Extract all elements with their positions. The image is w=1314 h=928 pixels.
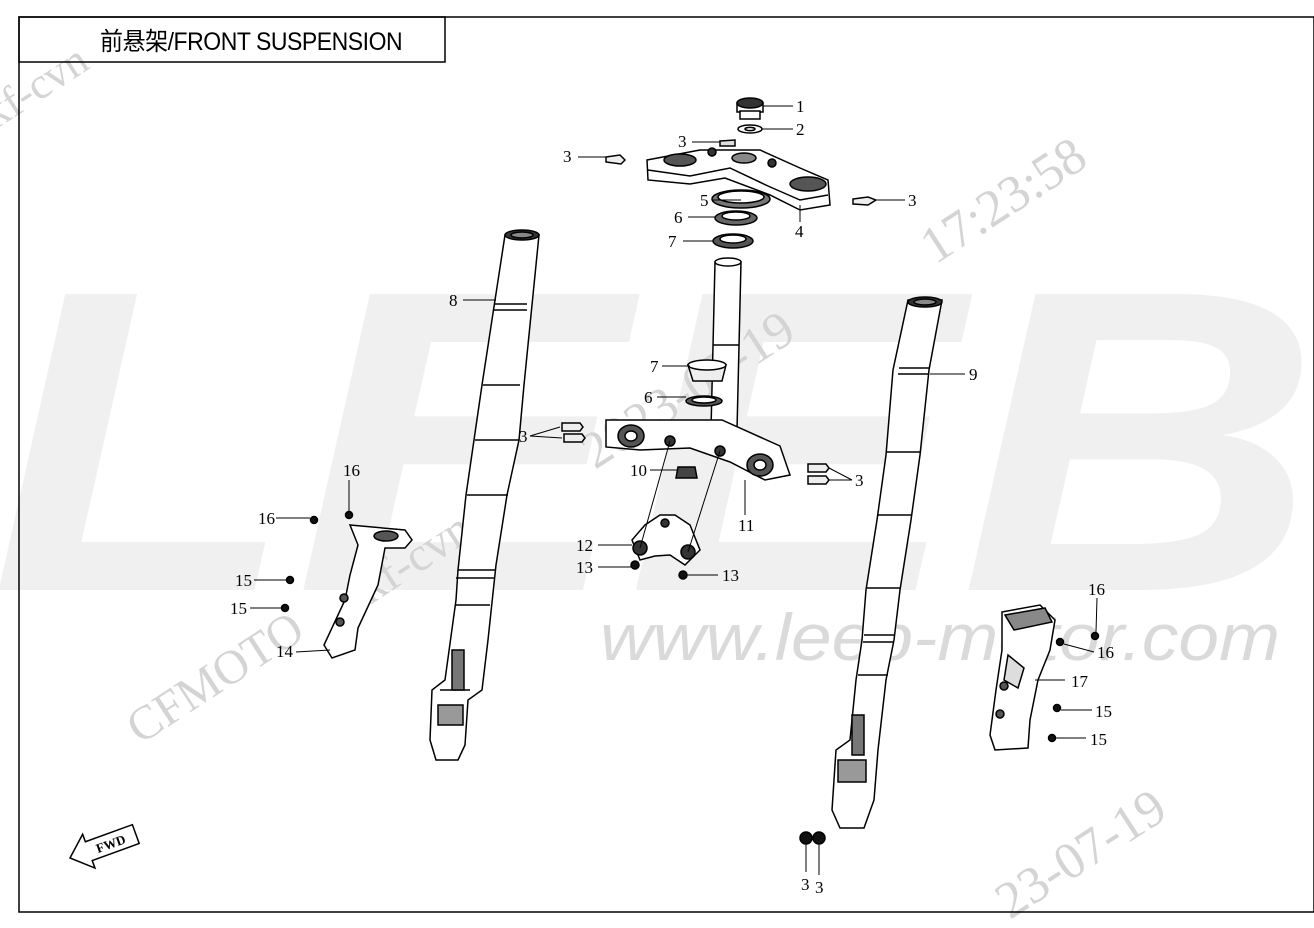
callout-label: 13 — [576, 558, 593, 577]
callout-label: 3 — [519, 427, 528, 446]
callout-label: 12 — [576, 536, 593, 555]
callout-label: 3 — [908, 191, 917, 210]
callout-label: 3 — [815, 878, 824, 897]
callout-label: 15 — [1090, 730, 1107, 749]
title-box — [18, 16, 446, 63]
callout-label: 5 — [700, 191, 709, 210]
callout-labels: 1 2 3 3 3 4 5 6 7 8 7 6 3 10 11 3 9 16 1… — [230, 97, 1114, 897]
callout-label: 16 — [1097, 643, 1114, 662]
callout-label: 11 — [738, 516, 754, 535]
callout-label: 1 — [796, 97, 805, 116]
callout-label: 10 — [630, 461, 647, 480]
right-fork-leg — [799, 296, 943, 845]
leader-lines — [250, 105, 1098, 875]
right-fork-guard — [989, 604, 1100, 751]
callout-label: 6 — [644, 388, 653, 407]
callout-label: 16 — [258, 509, 275, 528]
outer-frame — [18, 16, 1314, 913]
callout-label: 3 — [678, 132, 687, 151]
callout-label: 7 — [650, 357, 659, 376]
callout-label: 9 — [969, 365, 978, 384]
left-fork-guard — [280, 510, 413, 659]
callout-label: 3 — [801, 875, 810, 894]
lower-triple-clamp — [561, 257, 830, 580]
callout-label: 13 — [722, 566, 739, 585]
callout-label: 2 — [796, 120, 805, 139]
callout-label: 15 — [235, 571, 252, 590]
callout-label: 16 — [1088, 580, 1105, 599]
watermark-url: www.leeb-motor.com — [600, 600, 1280, 674]
callout-label: 16 — [343, 461, 360, 480]
watermark-date-3: 23-07-19 — [985, 778, 1176, 923]
page-title: 前悬架/FRONT SUSPENSION — [100, 28, 403, 56]
callout-label: 15 — [230, 599, 247, 618]
callout-label: 8 — [449, 291, 458, 310]
watermark-kf-top: kf-cvn — [0, 35, 97, 139]
callout-label: 6 — [674, 208, 683, 227]
callout-label: 3 — [563, 147, 572, 166]
left-fork-leg — [429, 229, 540, 761]
callout-label: 14 — [276, 642, 294, 661]
callout-label: 7 — [668, 232, 677, 251]
callout-label: 3 — [855, 471, 864, 490]
callout-label: 17 — [1071, 672, 1089, 691]
callout-label: 15 — [1095, 702, 1112, 721]
callout-label: 4 — [795, 222, 804, 241]
fwd-arrow-icon: FWD — [68, 823, 141, 870]
